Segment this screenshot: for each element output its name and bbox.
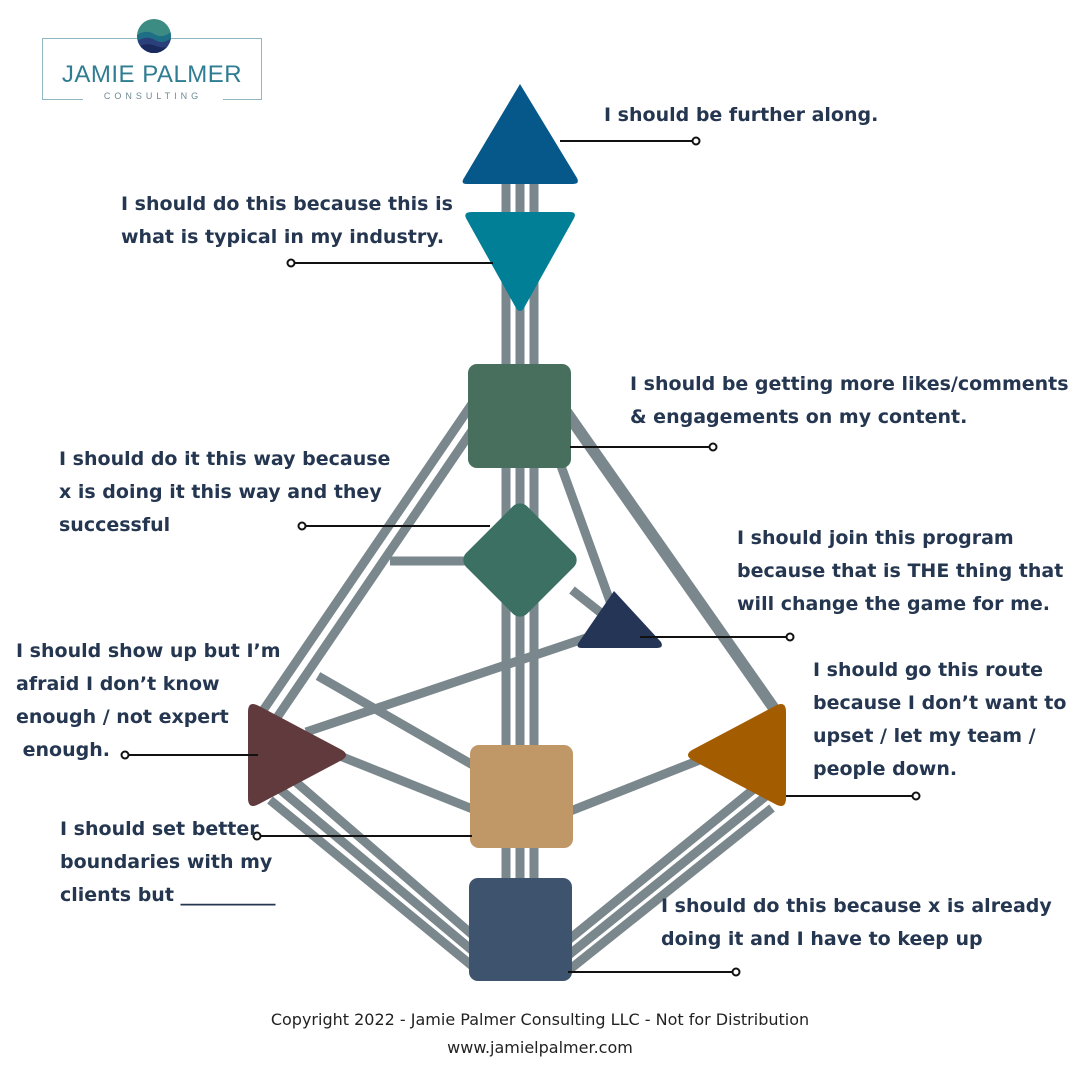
logo-wave-icon: [137, 19, 171, 53]
channel-line: [557, 792, 769, 966]
channel-line: [304, 625, 612, 737]
leader-end-dot: [252, 831, 262, 841]
leader-end-dot: [297, 521, 307, 531]
logo-tagline: CONSULTING: [83, 91, 223, 101]
leader-end-dot: [286, 258, 296, 268]
channel-line: [562, 411, 786, 725]
label-head: I should be further along.: [604, 104, 879, 126]
channel-line: [279, 766, 493, 954]
solar-plexus-center: [688, 704, 786, 806]
channel-line: [561, 804, 775, 978]
label-heart: I should join this program because that …: [737, 527, 1064, 615]
logo: JAMIE PALMER CONSULTING: [42, 19, 262, 101]
leader-end-dot: [911, 791, 921, 801]
channel-line: [270, 407, 490, 725]
g-center: [463, 503, 577, 617]
label-root: I should do this because x is already do…: [661, 895, 1052, 950]
channel-line: [553, 780, 763, 954]
footer-copyright: Copyright 2022 - Jamie Palmer Consulting…: [270, 1010, 810, 1029]
label-ajna: I should do this because this is what is…: [121, 193, 453, 248]
footer-website: www.jamielpalmer.com: [447, 1038, 633, 1057]
throat-center: [468, 364, 571, 468]
label-g: I should do it this way because x is doi…: [59, 448, 391, 536]
label-spleen: I should show up but I’m afraid I don’t …: [16, 640, 281, 761]
ajna-center: [465, 212, 575, 311]
leader-end-dot: [731, 967, 741, 977]
label-sacral: I should set better boundaries with my c…: [60, 818, 276, 906]
leader-lines: [120, 136, 921, 977]
leader-end-dot: [120, 750, 130, 760]
spleen-center: [248, 704, 346, 806]
channel-line: [328, 747, 482, 817]
head-center: [462, 84, 578, 184]
leader-end-dot: [708, 442, 718, 452]
center-shapes: [248, 84, 786, 981]
channel-line: [273, 782, 489, 966]
heart-center: [577, 591, 662, 648]
sacral-center: [470, 745, 573, 848]
leader-end-dot: [691, 136, 701, 146]
channel-line: [258, 392, 482, 715]
label-solar: I should go this route because I don’t w…: [813, 659, 1067, 780]
label-throat: I should be getting more likes/comments …: [630, 373, 1069, 428]
logo-name: JAMIE PALMER: [43, 61, 261, 89]
channel-line: [267, 796, 485, 978]
channel-line: [566, 747, 722, 817]
root-center: [469, 878, 572, 981]
leader-end-dot: [785, 632, 795, 642]
channel-line: [315, 672, 481, 772]
